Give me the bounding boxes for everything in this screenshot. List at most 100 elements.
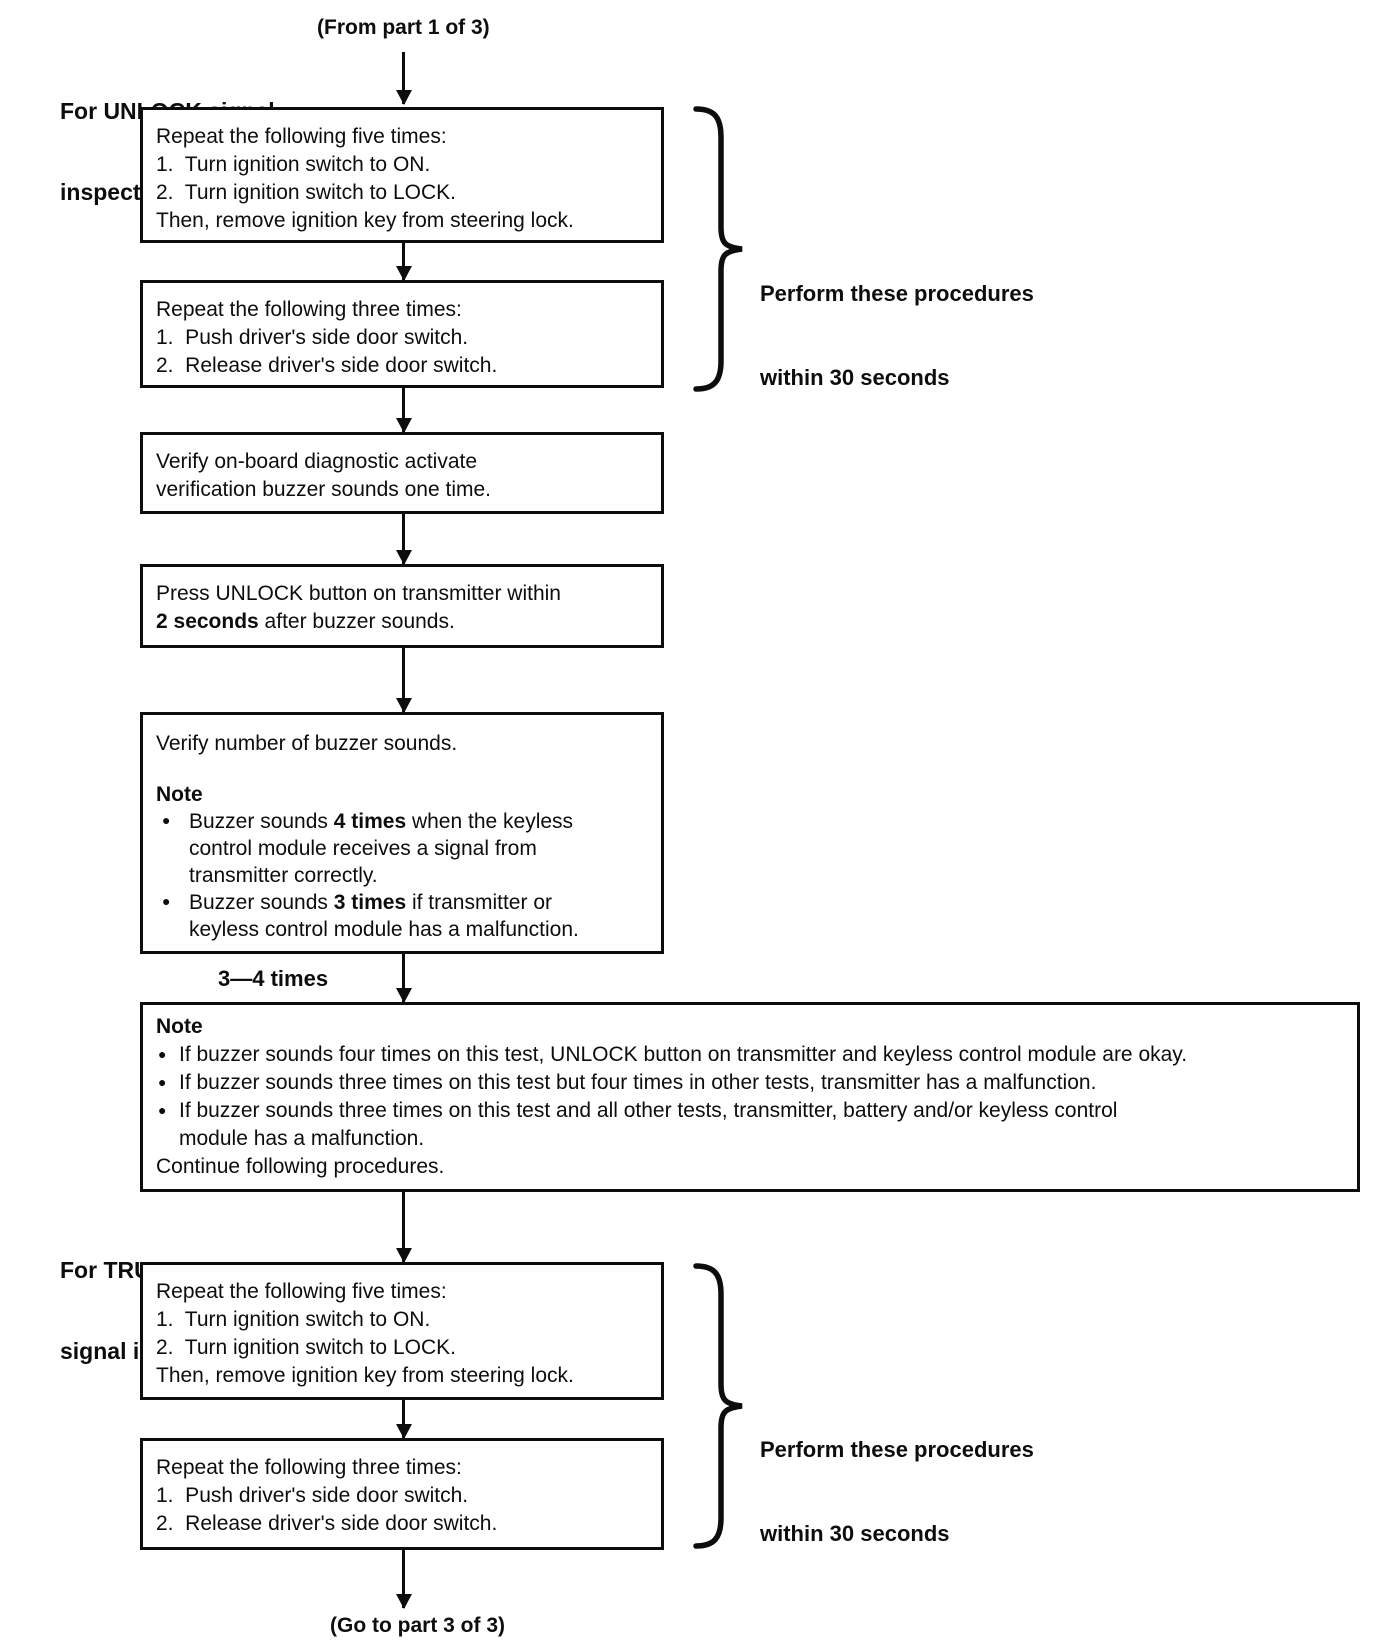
text-line: 2. Release driver's side door switch. <box>156 1510 653 1538</box>
text-line: ●Buzzer sounds 4 times when the keyless <box>156 808 653 835</box>
text-line <box>156 757 653 781</box>
text-line: ● If buzzer sounds three times on this te… <box>156 1069 1349 1097</box>
text-line: module has a malfunction. <box>156 1125 1349 1153</box>
text-segment: verification buzzer sounds one time. <box>156 478 492 501</box>
box-repeat-ignition-5x-trunk: Repeat the following five times: 1. Turn … <box>140 1262 664 1400</box>
down-arrow-icon <box>402 388 405 432</box>
text-segment: 2. Turn ignition switch to LOCK. <box>156 1336 456 1359</box>
text-line: ● Buzzer sounds 3 times if transmitter or <box>156 889 653 916</box>
text-line: Then, remove ignition key from steering … <box>156 207 653 235</box>
text-line: verification buzzer sounds one time. <box>156 476 653 504</box>
text-line: 2. Turn ignition switch to LOCK. <box>156 1334 653 1362</box>
curly-brace-icon <box>693 1263 743 1549</box>
text-segment: Note <box>156 783 203 806</box>
text-segment: Verify number of buzzer sounds. <box>156 732 458 755</box>
text-segment: when the keyless <box>406 810 574 833</box>
text-line: Repeat the following three times: <box>156 296 653 324</box>
text-segment: after buzzer sounds. <box>258 610 455 633</box>
text-segment: Repeat the following three times: <box>156 1456 462 1479</box>
text-line: 1. Push driver's side door switch. <box>156 324 653 352</box>
down-arrow-icon <box>402 243 405 280</box>
text-line: control module receives a signal from <box>156 835 653 862</box>
text-segment: 2. Release driver's side door switch. <box>156 354 498 377</box>
text-line: Then, remove ignition key from steering … <box>156 1362 653 1390</box>
down-arrow-icon <box>402 514 405 564</box>
curly-brace-icon <box>693 106 743 392</box>
text-segment: 1. Turn ignition switch to ON. <box>156 1308 431 1331</box>
box-door-switch-3x-trunk: Repeat the following three times: 1. Push… <box>140 1438 664 1550</box>
text-segment: keyless control module has a malfunction… <box>189 918 579 941</box>
text-line: Press UNLOCK button on transmitter withi… <box>156 580 653 608</box>
text-line: Note <box>156 781 653 808</box>
text-line: Repeat the following three times: <box>156 1454 653 1482</box>
box-verify-buzzer-count: Verify number of buzzer sounds. Note ● Buzz… <box>140 712 664 954</box>
text-line: Verify number of buzzer sounds. <box>156 730 653 757</box>
text-segment: 1. Push driver's side door switch. <box>156 326 469 349</box>
text-line: 2. Release driver's side door switch. <box>156 352 653 380</box>
goto-part-label: (Go to part 3 of 3) <box>330 1614 505 1637</box>
brace-label-line2: within 30 seconds <box>760 1521 950 1546</box>
box-press-unlock-button: Press UNLOCK button on transmitter withi… <box>140 564 664 648</box>
text-line: 2 seconds after buzzer sounds. <box>156 608 653 636</box>
text-segment: Note <box>156 1015 203 1038</box>
text-line: Note <box>156 1013 1349 1041</box>
text-segment: 2. Release driver's side door switch. <box>156 1512 498 1535</box>
brace-label-line1: Perform these procedures <box>760 1437 1034 1462</box>
text-segment: Repeat the following five times: <box>156 125 447 148</box>
down-arrow-icon <box>402 1550 405 1608</box>
text-line: 1. Turn ignition switch to ON. <box>156 1306 653 1334</box>
text-segment: Buzzer sounds <box>189 810 334 833</box>
box-repeat-ignition-5x-unlock: Repeat the following five times: 1. Turn … <box>140 107 664 243</box>
text-segment: If buzzer sounds three times on this tes… <box>179 1071 1097 1094</box>
text-segment: 3 times <box>333 891 407 914</box>
text-segment: transmitter correctly. <box>189 864 378 887</box>
text-segment: Press UNLOCK button on transmitter withi… <box>156 582 561 605</box>
text-segment: 1. Push driver's side door switch. <box>156 1484 469 1507</box>
text-segment: Buzzer sounds <box>189 891 334 914</box>
text-segment: If buzzer sounds four times on this test… <box>179 1043 1188 1066</box>
branch-label-3-4-times: 3—4 times <box>218 966 329 991</box>
text-segment: 1. Turn ignition switch to ON. <box>156 153 431 176</box>
down-arrow-icon <box>402 52 405 104</box>
from-part-label: (From part 1 of 3) <box>317 16 490 39</box>
text-line: ● If buzzer sounds four times on this tes… <box>156 1041 1349 1069</box>
text-segment: if transmitter or <box>406 891 552 914</box>
text-line: Repeat the following five times: <box>156 1278 653 1306</box>
text-segment: 2 seconds <box>156 610 259 633</box>
bullet-icon: ● <box>162 812 171 828</box>
text-line: Continue following procedures. <box>156 1153 1349 1181</box>
bullet-icon: ● <box>158 1046 167 1062</box>
box-door-switch-3x-unlock: Repeat the following three times: 1. Push… <box>140 280 664 388</box>
text-segment: Verify on-board diagnostic activate <box>156 450 478 473</box>
box-result-note: Note ● If buzzer sounds four times on this… <box>140 1002 1360 1192</box>
text-line: 1. Push driver's side door switch. <box>156 1482 653 1510</box>
brace-label-30s-trunk: Perform these procedures within 30 secon… <box>760 1380 1034 1604</box>
down-arrow-icon <box>402 1400 405 1438</box>
down-arrow-icon <box>402 1192 405 1262</box>
bullet-icon: ● <box>162 893 171 909</box>
text-line: ● If buzzer sounds three times on this te… <box>156 1097 1349 1125</box>
bullet-icon: ● <box>158 1102 167 1118</box>
bullet-icon: ● <box>158 1074 167 1090</box>
text-segment: Then, remove ignition key from steering … <box>156 209 574 232</box>
text-segment: If buzzer sounds three times on this tes… <box>179 1099 1118 1122</box>
box-verify-buzzer-once: Verify on-board diagnostic activate verif… <box>140 432 664 514</box>
text-line: 1. Turn ignition switch to ON. <box>156 151 653 179</box>
text-line: Verify on-board diagnostic activate <box>156 448 653 476</box>
text-segment: control module receives a signal from <box>189 837 537 860</box>
text-segment: module has a malfunction. <box>179 1127 425 1150</box>
text-line: keyless control module has a malfunction… <box>156 916 653 943</box>
text-segment: Repeat the following five times: <box>156 1280 447 1303</box>
text-segment: Then, remove ignition key from steering … <box>156 1364 574 1387</box>
text-segment: Repeat the following three times: <box>156 298 462 321</box>
text-line: 2. Turn ignition switch to LOCK. <box>156 179 653 207</box>
text-line: Repeat the following five times: <box>156 123 653 151</box>
brace-label-30s-unlock: Perform these procedures within 30 secon… <box>760 224 1034 448</box>
text-segment: 2. Turn ignition switch to LOCK. <box>156 181 456 204</box>
brace-label-line2: within 30 seconds <box>760 365 950 390</box>
text-line: transmitter correctly. <box>156 862 653 889</box>
brace-label-line1: Perform these procedures <box>760 281 1034 306</box>
text-segment: Continue following procedures. <box>156 1155 445 1178</box>
down-arrow-icon <box>402 648 405 712</box>
